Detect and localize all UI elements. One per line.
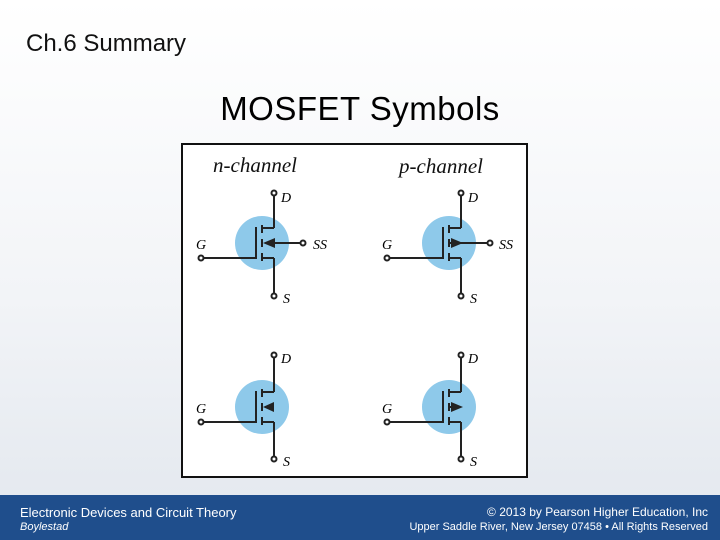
- terminal-g-label: G: [382, 238, 392, 253]
- p-channel-symbol-ss: [383, 189, 494, 300]
- footer-book-title: Electronic Devices and Circuit Theory: [20, 505, 237, 520]
- chapter-heading: Ch.6 Summary: [26, 30, 187, 57]
- terminal-g-label: G: [382, 402, 392, 417]
- slide-title: MOSFET Symbols: [220, 90, 500, 127]
- n-channel-label: n-channel: [213, 153, 297, 177]
- footer-bar: Electronic Devices and Circuit Theory Bo…: [0, 495, 720, 540]
- n-channel-symbol-ss: [197, 189, 307, 300]
- terminal-d-label: D: [467, 352, 478, 367]
- p-channel-symbol: [383, 351, 476, 463]
- footer-address: Upper Saddle River, New Jersey 07458 • A…: [409, 521, 708, 533]
- terminal-d-label: D: [467, 191, 478, 206]
- terminal-g-label: G: [196, 238, 206, 253]
- mosfet-symbols-figure: n-channel p-channel D G SS S: [181, 143, 528, 478]
- terminal-s-label: S: [470, 292, 477, 307]
- p-channel-label: p-channel: [397, 154, 483, 178]
- terminal-ss-label: SS: [499, 238, 513, 253]
- terminal-g-label: G: [196, 402, 206, 417]
- terminal-ss-label: SS: [313, 238, 327, 253]
- terminal-s-label: S: [470, 455, 477, 470]
- n-channel-symbol: [197, 351, 289, 463]
- footer-copyright: © 2013 by Pearson Higher Education, Inc: [487, 505, 708, 519]
- mosfet-symbols-svg: n-channel p-channel D G SS S: [196, 153, 513, 470]
- footer-author: Boylestad: [20, 521, 69, 533]
- terminal-d-label: D: [280, 191, 291, 206]
- terminal-s-label: S: [283, 292, 290, 307]
- terminal-d-label: D: [280, 352, 291, 367]
- terminal-s-label: S: [283, 455, 290, 470]
